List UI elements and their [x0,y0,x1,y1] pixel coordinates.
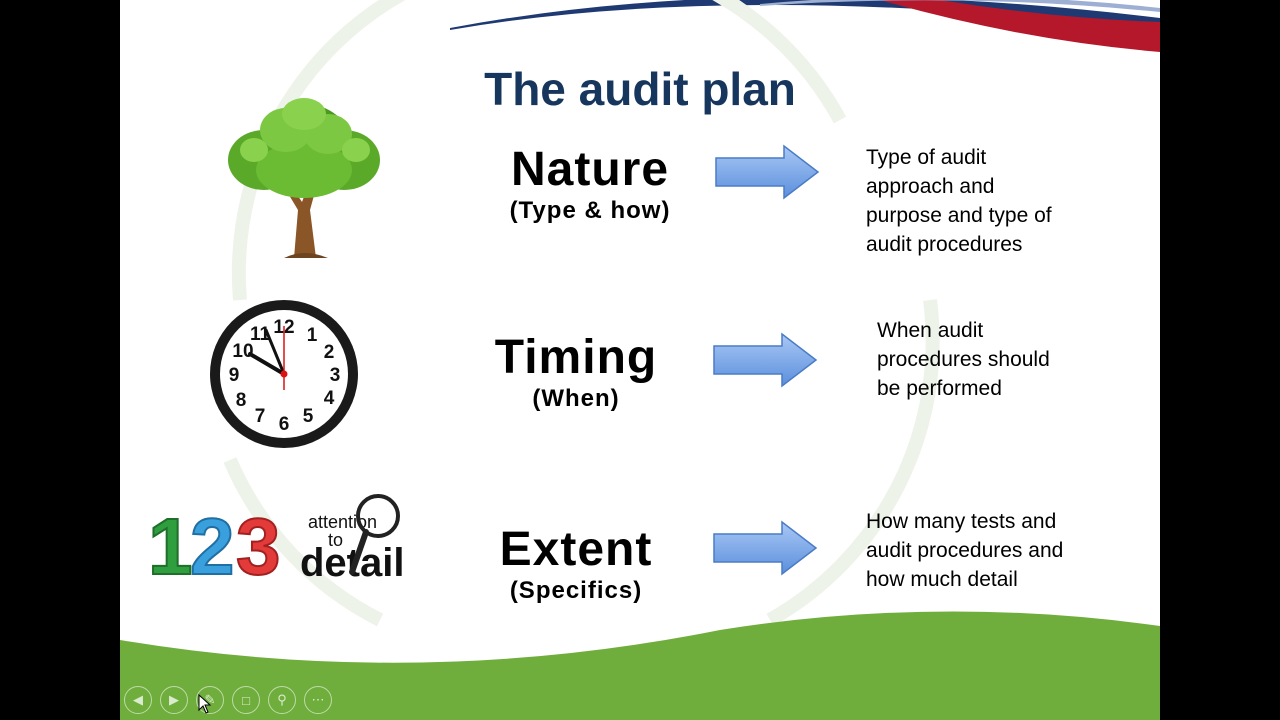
ellipsis-icon: ⋯ [311,692,325,707]
tree-image [228,98,380,258]
chevron-right-icon: ▶ [169,692,179,707]
term-nature: Nature (Type & how) [480,144,700,226]
svg-text:2: 2 [190,502,235,588]
description-line: When audit [877,319,984,342]
svg-text:3: 3 [236,502,281,588]
next-slide-button[interactable]: ▶ [160,686,188,714]
term-subtitle: (When) [532,385,620,412]
description-line: How many tests and [866,510,1057,533]
clock-numeral-8: 8 [236,390,247,411]
description-nature: Type of audit approach and purpose and t… [866,143,1126,259]
slides-icon: □ [242,692,250,708]
attention-text: attention [308,512,377,532]
description-timing: When audit procedures should be performe… [877,316,1137,403]
arrow-right-icon [713,520,818,576]
description-line: audit procedures and [866,539,1064,562]
description-line: be performed [877,377,1002,400]
description-line: purpose and type of [866,204,1052,227]
pen-tool-button[interactable]: ✎ [196,686,224,714]
clock-numeral-7: 7 [255,406,266,427]
to-text: to [328,530,343,550]
see-all-slides-button[interactable]: □ [232,686,260,714]
clock-numeral-3: 3 [330,365,341,386]
term-subtitle: (Type & how) [509,197,671,224]
description-extent: How many tests and audit procedures and … [866,507,1146,594]
description-line: approach and [866,175,995,198]
header-swoosh [450,0,1160,52]
description-line: Type of audit [866,146,987,169]
clock-numeral-2: 2 [324,342,335,363]
clock-numeral-4: 4 [324,388,335,409]
clock-numeral-5: 5 [303,406,314,427]
term-extent: Extent (Specifics) [466,524,686,606]
svg-text:1: 1 [148,502,193,588]
clock-numeral-6: 6 [279,414,290,435]
description-line: procedures should [877,348,1050,371]
clock-numeral-1: 1 [307,325,318,346]
slideshow-controls: ◀ ▶ ✎ □ ⚲ ⋯ [124,686,332,716]
term-title: Timing [494,331,658,384]
magnifier-icon: ⚲ [277,692,287,707]
term-title: Nature [510,143,670,196]
clock-numeral-10: 10 [232,341,253,362]
slide: The audit plan 12 1 2 3 4 5 6 7 8 9 10 1… [120,0,1160,720]
pen-icon: ✎ [204,692,216,707]
clock-numeral-9: 9 [229,365,240,386]
clock-image: 12 1 2 3 4 5 6 7 8 9 10 11 [210,300,358,448]
term-timing: Timing (When) [466,332,686,414]
description-line: audit procedures [866,233,1023,256]
arrow-right-icon [713,332,818,388]
slide-title: The audit plan [484,63,796,115]
term-subtitle: (Specifics) [509,577,643,604]
chevron-left-icon: ◀ [133,692,143,707]
term-title: Extent [499,523,653,576]
description-line: how much detail [866,568,1018,591]
arrow-right-icon [715,144,820,200]
mouse-cursor-icon [198,694,212,714]
zoom-button[interactable]: ⚲ [268,686,296,714]
123-attention-to-detail-image: 123 1 2 3 attention to detail [147,488,428,592]
more-options-button[interactable]: ⋯ [304,686,332,714]
footer-ground [120,611,1160,720]
previous-slide-button[interactable]: ◀ [124,686,152,714]
